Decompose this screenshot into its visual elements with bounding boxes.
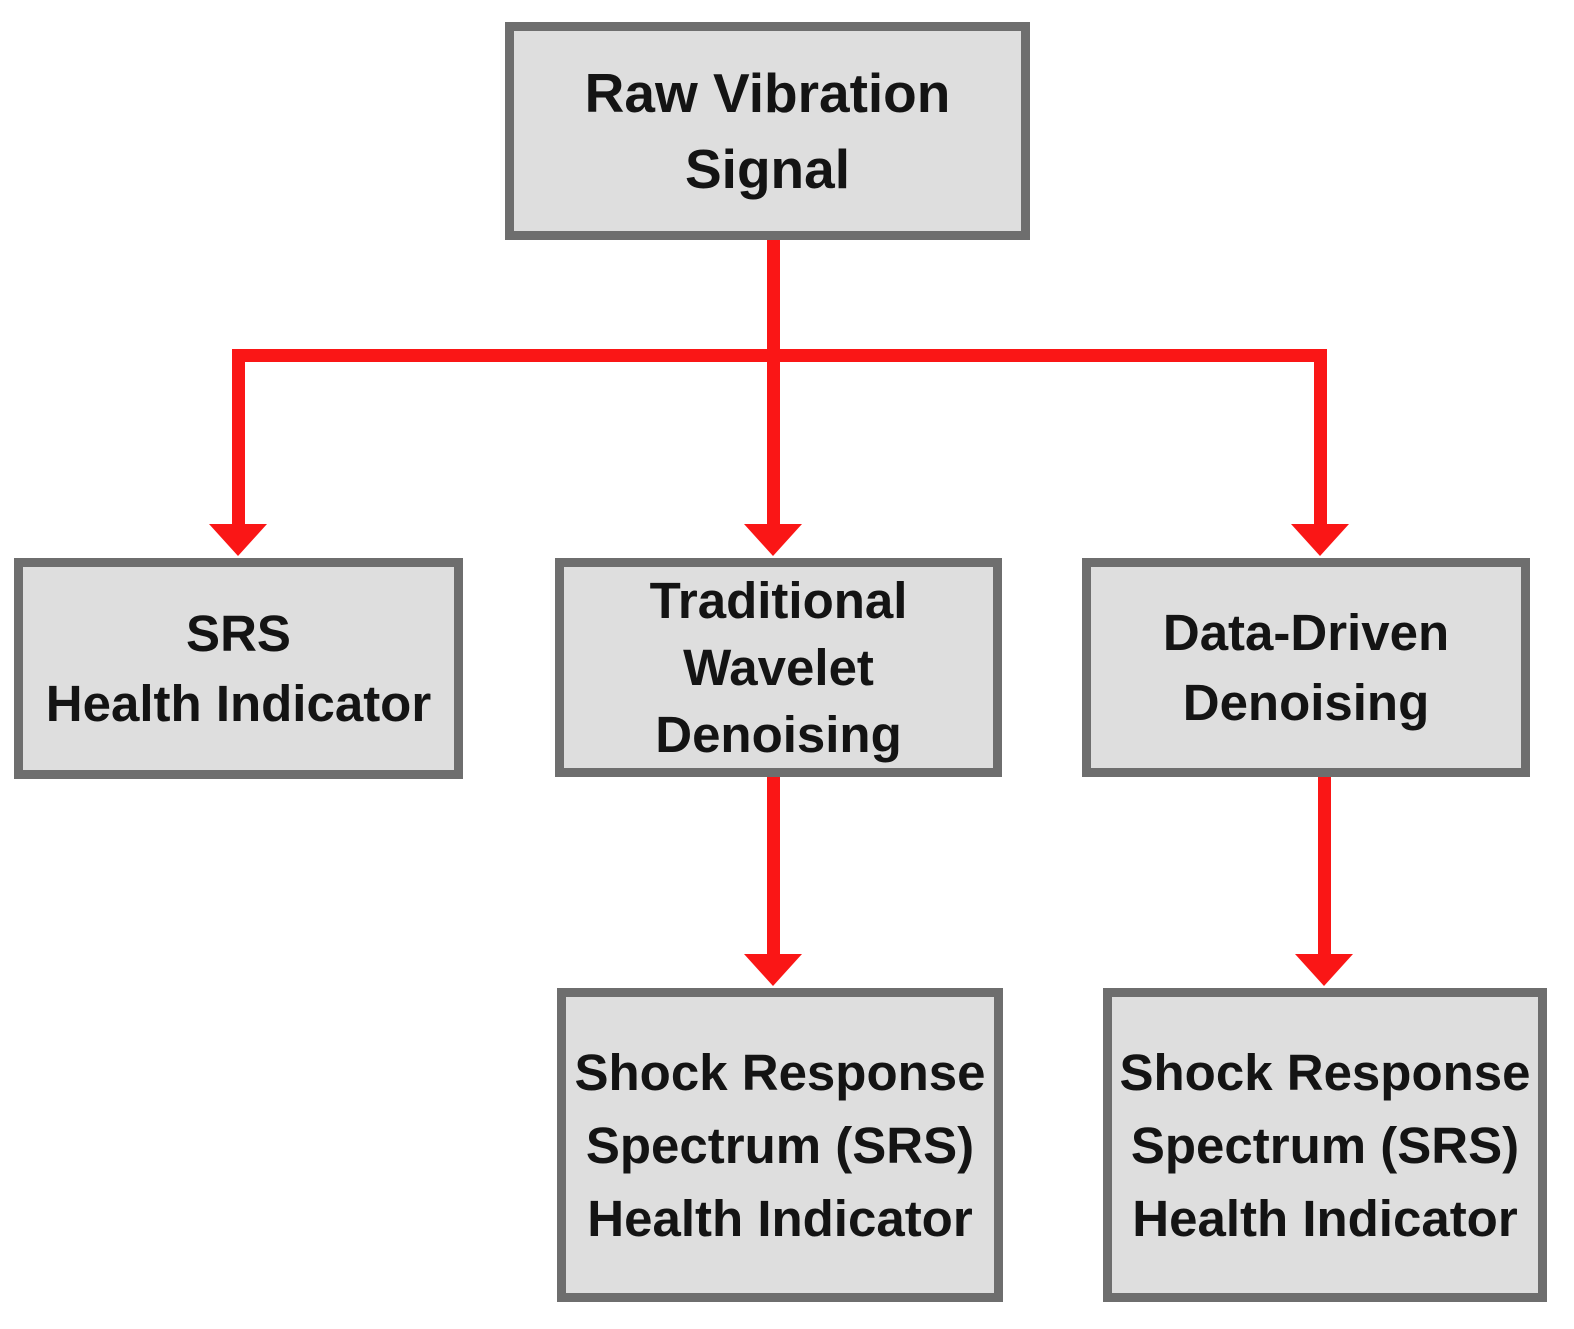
- arrowhead-data-driven-to-srs-icon: [1295, 954, 1353, 986]
- node-srs-health-indicator: SRS Health Indicator: [14, 558, 463, 779]
- edge-raw-to-srs-direct: [232, 349, 245, 528]
- node-srs-health-indicator-wavelet: Shock Response Spectrum (SRS) Health Ind…: [557, 988, 1003, 1302]
- arrowhead-raw-to-wavelet-icon: [744, 524, 802, 556]
- edge-raw-signal-stem: [767, 240, 780, 362]
- node-srs-health-indicator-data-driven: Shock Response Spectrum (SRS) Health Ind…: [1103, 988, 1547, 1302]
- node-raw-vibration-signal: Raw Vibration Signal: [505, 22, 1030, 240]
- node-data-driven-denoising: Data-Driven Denoising: [1082, 558, 1530, 777]
- arrowhead-wavelet-to-srs-icon: [744, 954, 802, 986]
- node-traditional-wavelet-denoising: Traditional Wavelet Denoising: [555, 558, 1002, 777]
- edge-wavelet-to-srs: [767, 775, 780, 958]
- edge-data-driven-to-srs: [1318, 775, 1331, 958]
- edge-raw-to-wavelet: [767, 349, 780, 528]
- arrowhead-raw-to-srs-direct-icon: [209, 524, 267, 556]
- arrowhead-raw-to-data-driven-icon: [1291, 524, 1349, 556]
- edge-raw-to-data-driven: [1314, 349, 1327, 528]
